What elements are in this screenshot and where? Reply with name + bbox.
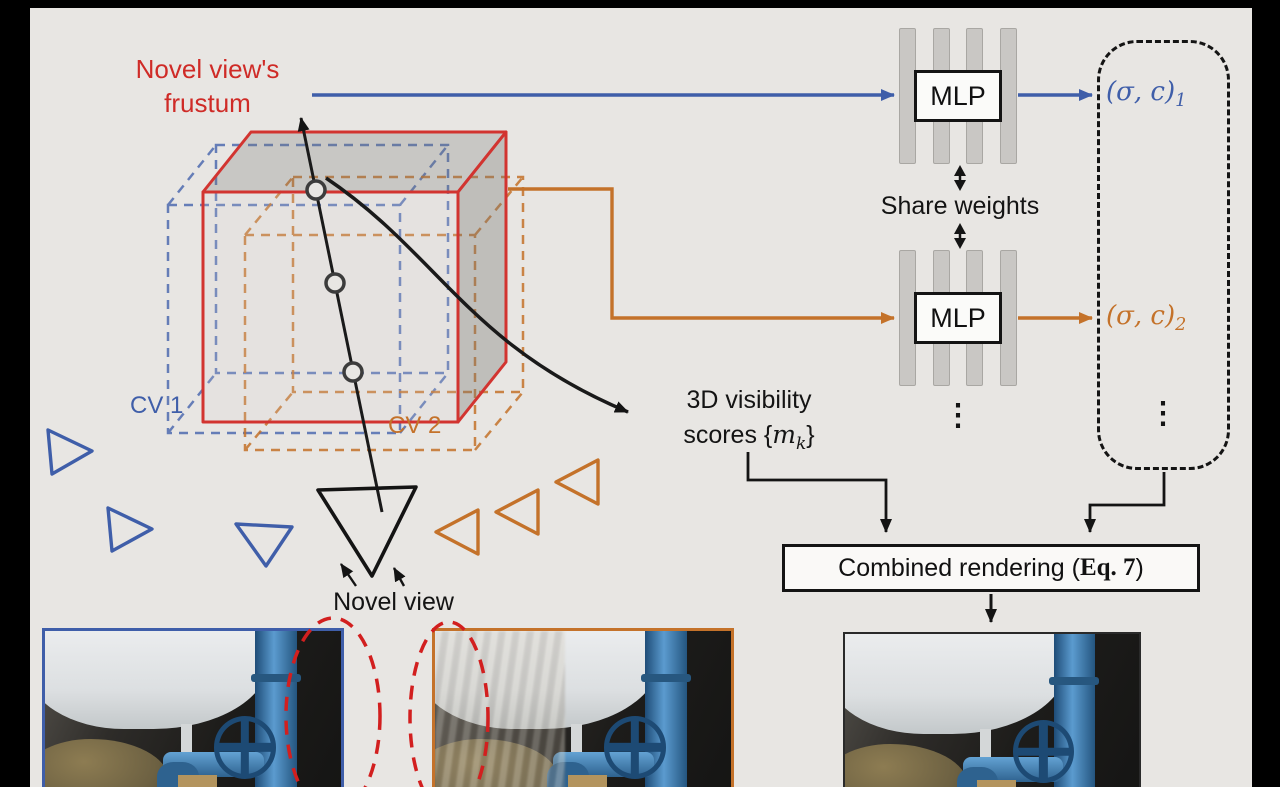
sigma-c-text: (σ, c) <box>1106 301 1176 331</box>
visibility-subscript: k <box>795 433 807 454</box>
mlp-ellipsis: ⋮ <box>943 399 973 432</box>
feature-bar <box>999 28 1017 164</box>
novel-frustum-label: Novel view's frustum <box>100 53 315 121</box>
result-combined-photo <box>843 632 1141 787</box>
wood-block <box>178 775 217 787</box>
visibility-line1: 3D visibility <box>686 386 812 414</box>
water-tank <box>845 634 1069 734</box>
pipe-flange <box>640 673 692 682</box>
pipe-valve-scene <box>45 631 341 787</box>
mlp-box-1: MLP <box>914 70 1002 122</box>
novel-view-label: Novel view <box>333 588 454 616</box>
tank-leg <box>181 724 192 769</box>
visibility-suffix: } <box>806 420 815 449</box>
wood-block <box>977 780 1016 787</box>
sigma-c-subscript: 2 <box>1175 315 1187 336</box>
ground <box>845 743 969 787</box>
mlp-label: MLP <box>930 302 986 333</box>
frustum-label-line2: frustum <box>164 87 251 118</box>
outputs-dashed-box <box>1097 40 1230 470</box>
cv2-label: CV 2 <box>388 412 442 439</box>
valve-wheel <box>213 716 276 779</box>
outputs-ellipsis: ⋮ <box>1148 397 1178 430</box>
sigma-c-text: (σ, c) <box>1106 77 1176 107</box>
visibility-scores-label: 3D visibility scores {mk} <box>636 384 862 456</box>
result-cv2-photo <box>432 628 734 787</box>
mlp-block-1: MLP <box>899 28 1017 164</box>
pipe-flange <box>250 673 302 682</box>
equation-ref: Eq. 7 <box>1079 554 1136 581</box>
visibility-line2: scores {mk} <box>636 418 862 456</box>
combined-rendering-label-close: ) <box>1135 553 1144 582</box>
frustum-label-line1: Novel view's <box>135 54 280 84</box>
blur-artifact-overlay <box>435 631 566 787</box>
combined-rendering-box: Combined rendering (Eq. 7) <box>782 544 1200 592</box>
visibility-prefix: scores { <box>683 420 773 449</box>
visibility-var: m <box>772 419 796 449</box>
mlp-box-2: MLP <box>914 292 1002 344</box>
tank-leg <box>980 728 991 774</box>
pipe-flange <box>1049 677 1100 686</box>
output-sigma-c-1: (σ, c)1 <box>1106 76 1226 111</box>
share-weights-label: Share weights <box>880 192 1040 220</box>
pipe-valve-scene <box>845 634 1139 787</box>
tank-leg <box>571 724 582 769</box>
cv1-label: CV 1 <box>130 392 184 419</box>
wood-block <box>568 775 607 787</box>
valve-wheel <box>1012 720 1075 784</box>
mlp-label: MLP <box>930 80 986 111</box>
sigma-c-subscript: 1 <box>1175 91 1187 112</box>
result-cv1-photo <box>42 628 344 787</box>
feature-bar <box>999 250 1017 386</box>
output-sigma-c-2: (σ, c)2 <box>1106 300 1226 335</box>
combined-rendering-label: Combined rendering ( <box>838 553 1080 582</box>
valve-wheel <box>603 716 666 779</box>
water-tank <box>45 631 270 730</box>
mlp-block-2: MLP <box>899 250 1017 386</box>
ground <box>45 739 170 787</box>
